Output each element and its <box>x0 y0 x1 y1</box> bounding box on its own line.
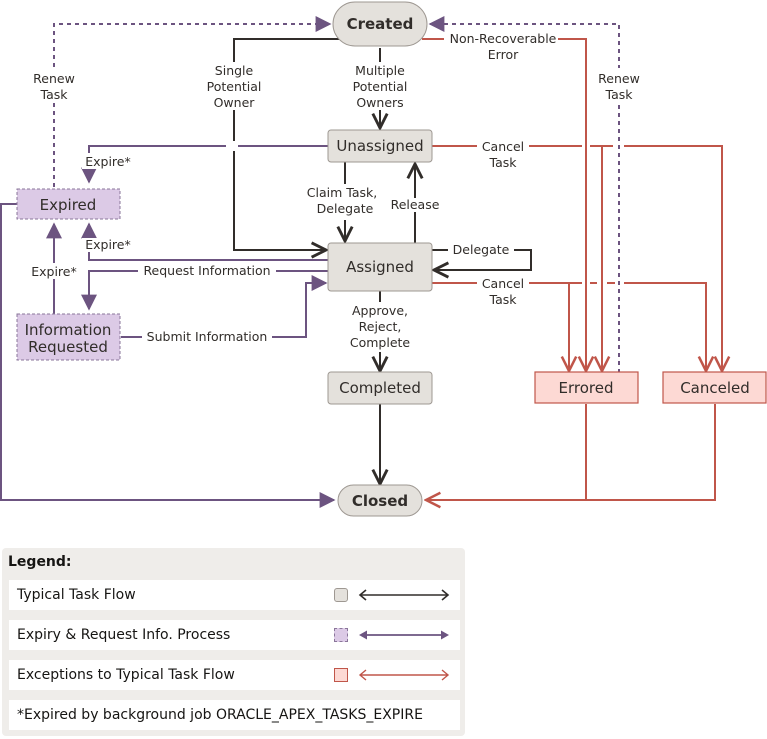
label-renew-left-2: Task <box>40 87 69 102</box>
label-renew-right-2: Task <box>605 87 634 102</box>
label-approve-3: Complete <box>350 335 411 350</box>
typical-double-arrow-icon <box>358 589 450 601</box>
label-claim-task-2: Delegate <box>317 201 374 216</box>
node-errored: Errored <box>534 371 639 404</box>
node-unassigned: Unassigned <box>327 129 433 163</box>
task-state-diagram: Created Unassigned Assigned Completed Cl… <box>0 1 767 517</box>
node-expired: Expired <box>16 188 121 220</box>
legend-row-typical: Typical Task Flow <box>9 580 460 610</box>
label-request-info: Request Information <box>143 263 270 278</box>
edge-expire-assigned <box>81 222 328 261</box>
label-expire-unassigned: Expire* <box>85 154 131 169</box>
label-cancel-assigned-2: Task <box>489 292 518 307</box>
state-label-assigned: Assigned <box>346 258 414 276</box>
exception-double-arrow-icon <box>358 669 450 681</box>
legend-row-expiry: Expiry & Request Info. Process <box>9 620 460 650</box>
label-delegate: Delegate <box>453 242 510 257</box>
label-cancel-unassigned-2: Task <box>489 155 518 170</box>
label-approve-2: Reject, <box>359 319 402 334</box>
edge-cancel-unassigned <box>432 145 722 371</box>
label-multiple-owners-2: Potential <box>353 79 408 94</box>
edge-renew-left <box>53 16 332 187</box>
label-non-recoverable-1: Non-Recoverable <box>450 31 557 46</box>
expiry-double-arrow-icon <box>359 630 449 640</box>
node-canceled: Canceled <box>662 371 767 404</box>
state-label-errored: Errored <box>559 379 614 397</box>
legend-label-typical: Typical Task Flow <box>17 587 136 603</box>
label-single-owner-1: Single <box>215 63 254 78</box>
node-completed: Completed <box>327 371 433 405</box>
label-single-owner-2: Potential <box>207 79 262 94</box>
label-expire-assigned: Expire* <box>85 237 131 252</box>
label-single-owner-3: Owner <box>214 95 256 110</box>
node-assigned: Assigned <box>327 242 433 292</box>
legend-row-exception: Exceptions to Typical Task Flow <box>9 660 460 690</box>
label-cancel-assigned-1: Cancel <box>482 276 524 291</box>
node-information-requested: Information Requested <box>16 313 121 361</box>
legend-label-exception: Exceptions to Typical Task Flow <box>17 667 235 683</box>
label-renew-right-1: Renew <box>598 71 640 86</box>
legend-footnote-text: *Expired by background job ORACLE_APEX_T… <box>17 707 423 723</box>
expiry-edges <box>0 16 620 508</box>
state-label-completed: Completed <box>339 379 421 397</box>
node-closed: Closed <box>337 484 423 517</box>
expiry-swatch-icon <box>334 628 348 642</box>
edge-labels: Renew Task Single Potential Owner Multip… <box>31 31 640 350</box>
label-backgrounds <box>28 32 643 352</box>
state-label-closed: Closed <box>352 492 408 510</box>
label-claim-task-1: Claim Task, <box>307 185 377 200</box>
state-label-canceled: Canceled <box>680 379 750 397</box>
label-renew-left-1: Renew <box>33 71 75 86</box>
edge-non-recoverable <box>422 38 586 371</box>
edge-expire-unassigned <box>81 145 328 184</box>
legend-label-expiry: Expiry & Request Info. Process <box>17 627 231 643</box>
edge-renew-right <box>428 16 620 373</box>
edge-expired-closed <box>0 203 336 508</box>
label-approve-1: Approve, <box>352 303 408 318</box>
state-label-info-line1: Information <box>25 321 112 339</box>
label-multiple-owners-3: Owners <box>356 95 403 110</box>
legend: Legend: Typical Task Flow Expiry & Reque… <box>2 548 465 736</box>
label-multiple-owners-1: Multiple <box>355 63 405 78</box>
label-submit-info: Submit Information <box>147 329 268 344</box>
label-cancel-unassigned-1: Cancel <box>482 139 524 154</box>
exception-swatch-icon <box>334 668 348 682</box>
typical-swatch-icon <box>334 588 348 602</box>
node-created: Created <box>332 1 428 47</box>
label-release: Release <box>391 197 440 212</box>
state-label-expired: Expired <box>40 196 97 214</box>
state-label-unassigned: Unassigned <box>336 137 423 155</box>
label-expire-info: Expire* <box>31 264 77 279</box>
state-label-info-line2: Requested <box>28 338 108 356</box>
state-label-created: Created <box>347 15 414 33</box>
legend-title: Legend: <box>8 554 72 570</box>
label-non-recoverable-2: Error <box>488 47 519 62</box>
edge-canceled-closed <box>426 404 716 500</box>
legend-footnote: *Expired by background job ORACLE_APEX_T… <box>9 700 460 730</box>
